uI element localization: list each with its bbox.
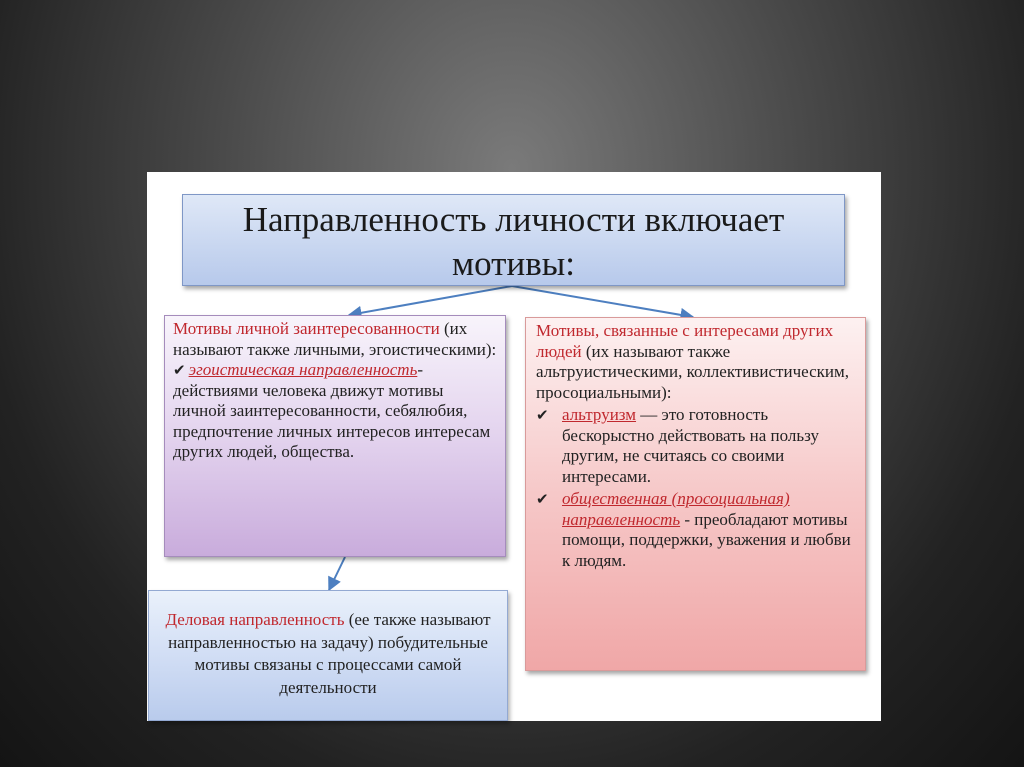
arrow-to-social xyxy=(511,285,695,322)
title-line-2: мотивы: xyxy=(452,244,575,283)
social-motives-box: Мотивы, связанные с интересами других лю… xyxy=(525,317,866,671)
list-item: ✔ альтруизм — это готовность бескорыстно… xyxy=(536,405,857,487)
title-line-1: Направленность личности включает xyxy=(242,200,785,239)
prosocial-definition: - преобладают мотивы помощи, поддержки, … xyxy=(562,509,851,570)
slide: Направленность личности включает мотивы:… xyxy=(147,172,881,721)
check-icon: ✔ xyxy=(536,406,549,424)
personal-motives-box: Мотивы личной заинтересованности (их наз… xyxy=(164,315,506,557)
business-text: (ее также называют направленностью на за… xyxy=(168,610,491,697)
arrow-to-personal xyxy=(347,285,513,320)
personal-heading: Мотивы личной заинтересованности xyxy=(173,319,440,338)
altruism-term: альтруизм xyxy=(562,405,637,424)
list-item: ✔ общественная (просоциальная) направлен… xyxy=(536,489,857,571)
check-icon: ✔ xyxy=(173,361,186,379)
check-icon: ✔ xyxy=(536,490,549,508)
title-box: Направленность личности включает мотивы: xyxy=(182,194,845,286)
personal-heading-note: (их называют также личными, эгоистически… xyxy=(173,319,492,359)
personal-colon: : xyxy=(491,339,497,359)
altruism-definition: — это готовность бескорыстно действовать… xyxy=(562,405,819,486)
social-heading-note: (их называют также альтруистическими, ко… xyxy=(536,341,850,402)
egoistic-term: эгоистическая направленность xyxy=(188,360,418,379)
prosocial-term: общественная (просоциальная) направленно… xyxy=(562,489,790,529)
egoistic-definition: -действиями человека движут мотивы лично… xyxy=(173,360,491,461)
social-heading: Мотивы, связанные с интересами других лю… xyxy=(536,321,834,361)
business-motives-box: Деловая направленность (ее также называю… xyxy=(148,590,508,721)
arrow-to-business xyxy=(328,556,346,592)
business-heading: Деловая направленность xyxy=(165,610,345,629)
